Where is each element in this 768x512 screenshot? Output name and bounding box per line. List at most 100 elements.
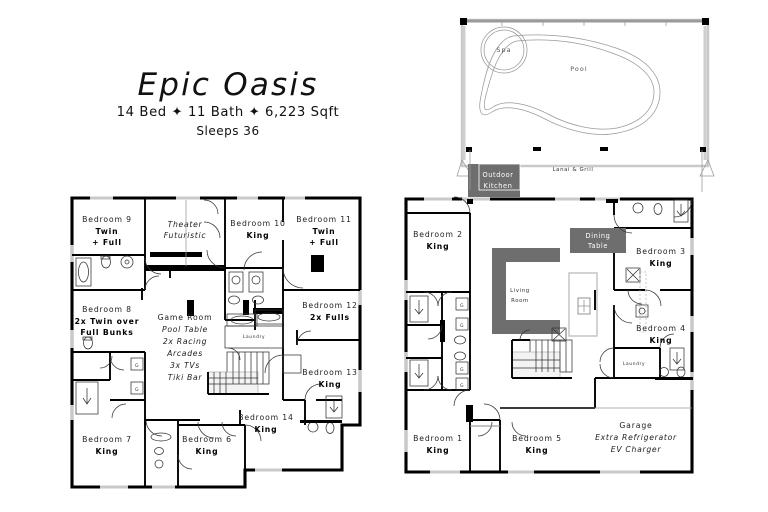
column-bed11 [311,255,324,272]
door-swing-y [453,389,471,407]
left-misc-right [150,330,343,470]
toilet-bath-top [653,203,663,215]
enclosure-mullions [501,20,667,26]
sink-bath-low [659,367,669,377]
lanai-area: Lanai & Grill Outdoor Kitchen [466,147,706,197]
hall-closet-x [626,268,640,282]
toilet-tank-bed9 [100,255,111,260]
closet-r4 [455,377,469,391]
bedroom-3-name: Bedroom 3 [636,247,686,256]
door-swing-b [144,275,160,291]
sink-bath-top [632,202,644,214]
spa-outline-outer [480,26,528,74]
door-swing-z [519,329,531,341]
closet-g1 [130,357,144,371]
right-windows [404,197,694,474]
toilet-center-a [228,295,240,305]
bedroom-7-name: Bedroom 7 [82,435,132,444]
closet-g2 [130,381,144,395]
right-stair-treads [512,340,567,372]
bedroom-10-bed: King [247,231,270,240]
shower-arrow-2 [329,400,339,413]
dining-table-label-2: Table [587,242,608,250]
bedroom-9-bed-2: + Full [92,238,122,247]
left-staircase [207,351,270,395]
door-swing-g [243,251,263,271]
shower-b1 [409,359,429,387]
shower-arrow [82,388,92,405]
left-exterior-wall [70,196,362,489]
right-lintel-b [467,199,473,204]
right-bath-top [613,198,693,234]
left-bath-lower: G G [75,336,163,437]
dryer-drum [257,312,281,322]
washer-drum [230,315,254,325]
right-lintel-a [606,199,618,203]
right-column-a [440,320,445,342]
toilet-bed67 [154,447,164,455]
door-swing-bed9-1 [203,199,219,215]
door-swing-h [282,267,304,289]
door-swing-m [244,424,262,442]
door-swing-j [264,354,284,374]
bedroom-8-bed-2: Full Bunks [80,328,133,337]
bedroom-9-bed-1: Twin [95,227,118,236]
bedroom-4-name: Bedroom 4 [636,324,686,333]
door-swing-ai [477,421,493,437]
door-swing-v [437,375,453,391]
game-room-l4: 3x TVs [170,361,200,370]
bed9-lintel [150,252,202,257]
spa-label: Spa [496,46,511,54]
header-stats: 14 Bed ✦ 11 Bath ✦ 6,223 Sqft [117,105,340,120]
closet-r1 [455,297,469,311]
laundry-upper-label: Laundry [243,334,265,340]
column-game [187,300,194,316]
bedroom-14-name: Bedroom 14 [238,413,294,422]
door-swing-k [296,330,312,346]
outdoor-kitchen-label-2: Kitchen [484,182,513,190]
lanai-post-d [700,147,706,152]
door-swing-ac [659,333,675,349]
left-bath-center: Laundry [206,249,304,361]
door-swing-ag [483,403,501,421]
left-structural-blocks [145,252,324,316]
theater-lintel-right [190,265,226,271]
door-swing-ad [613,304,633,324]
closet-r2 [455,317,469,331]
right-column-b [466,405,473,422]
door-swing-r [673,198,693,218]
tub-basin-bed9 [78,261,89,283]
door-swing-n [197,421,215,439]
pool-outline-inner [483,39,655,130]
bedroom-10-name: Bedroom 10 [230,219,286,228]
shower-bed14 [325,395,343,419]
right-staircase [511,327,573,379]
door-swing-a [144,257,162,275]
toilet-mid-a [454,335,466,345]
garage-l1: Extra Refrigerator [595,433,677,442]
toilet-center-b [252,295,264,305]
enclosure-door-left [456,159,473,177]
hall-fixture-knob [638,307,646,315]
right-stair-closet-x [552,328,566,341]
lanai-label: Lanai & Grill [553,167,594,173]
bedroom-8-name: Bedroom 8 [82,305,132,314]
closet-r1-mark: G [460,303,464,309]
bath-lintel-14 [300,420,342,423]
door-swing-ah [511,421,527,437]
bath-low-lintel [655,377,693,380]
outdoor-kitchen-counter [468,164,520,197]
lanai-post-b [533,147,541,151]
theater-desc: Futuristic [164,231,207,240]
shower-bath-top [673,199,689,223]
bedroom-14-bed: King [255,425,278,434]
laundry-lower-label: Laundry [623,361,645,367]
left-windows [70,196,362,489]
shower-b2 [409,295,429,323]
door-swing-ab [599,363,615,379]
enclosure-post-left [460,18,467,25]
left-bath-upper [75,199,221,291]
door-swing-ae [644,289,662,307]
